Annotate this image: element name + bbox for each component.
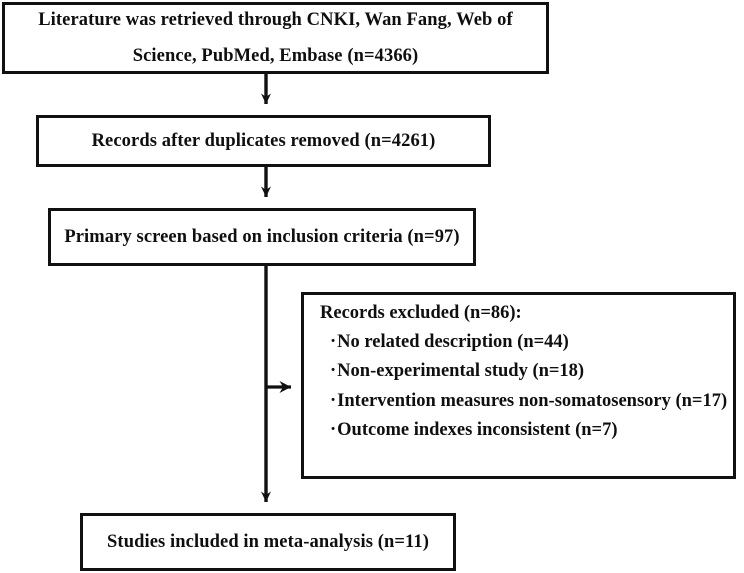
list-item: ·Outcome indexes inconsistent (n=7)	[330, 421, 733, 440]
box-literature-retrieved-text: Literature was retrieved through CNKI, W…	[38, 9, 513, 66]
box-literature-retrieved: Literature was retrieved through CNKI, W…	[2, 2, 549, 74]
box-primary-screen: Primary screen based on inclusion criter…	[48, 208, 476, 266]
bullet-icon: ·	[330, 390, 337, 411]
reason-label: Intervention measures non-somatosensory …	[337, 390, 728, 411]
box-primary-screen-text: Primary screen based on inclusion criter…	[64, 226, 460, 247]
box-records-after-duplicates-removed: Records after duplicates removed (n=4261…	[36, 115, 491, 167]
reason-label: No related description (n=44)	[337, 331, 569, 352]
list-item: ·Non-experimental study (n=18)	[330, 362, 733, 381]
bullet-icon: ·	[330, 420, 337, 440]
box-records-after-duplicates-removed-text: Records after duplicates removed (n=4261…	[91, 130, 436, 151]
records-excluded-reason-list: ·No related description (n=44) ·Non-expe…	[320, 331, 733, 440]
box-records-excluded: Records excluded (n=86): ·No related des…	[301, 292, 736, 479]
bullet-icon: ·	[330, 331, 337, 352]
bullet-icon: ·	[330, 361, 337, 381]
list-item: ·Intervention measures non-somatosensory…	[330, 390, 733, 411]
box-studies-included-text: Studies included in meta-analysis (n=11)	[107, 531, 429, 552]
box-studies-included: Studies included in meta-analysis (n=11)	[80, 513, 456, 571]
reason-label: Non-experimental study (n=18)	[337, 361, 585, 381]
records-excluded-heading: Records excluded (n=86):	[320, 303, 522, 323]
list-item: ·No related description (n=44)	[330, 331, 733, 352]
reason-label: Outcome indexes inconsistent (n=7)	[337, 420, 618, 440]
